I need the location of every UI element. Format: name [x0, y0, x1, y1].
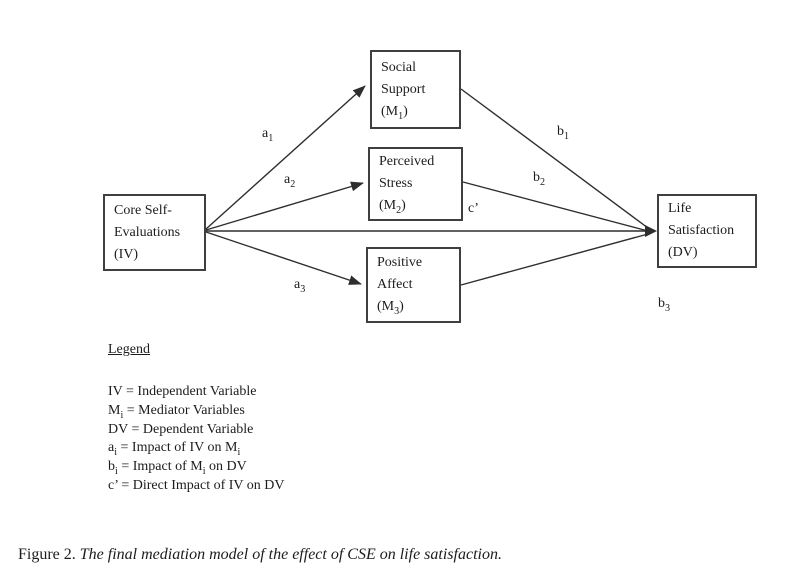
arrow-m1-to-dv [460, 88, 649, 229]
path-label-a3: a3 [294, 277, 306, 295]
path-label-c-prime: c’ [468, 201, 479, 216]
path-label-a1: a1 [262, 126, 274, 144]
path-label-b2: b2 [533, 170, 546, 188]
arrow-iv-to-m2 [205, 181, 364, 231]
node-core-self-evaluations: Core Self-Evaluations(IV) [103, 194, 206, 271]
legend-item-iv: IV = Independent Variable [108, 384, 257, 399]
path-label-b3: b3 [658, 296, 671, 314]
path-label-a2: a2 [284, 172, 296, 190]
arrow-iv-to-m3 [205, 231, 362, 285]
figure-caption: Figure 2. The final mediation model of t… [18, 546, 502, 563]
legend-item-dv: DV = Dependent Variable [108, 421, 254, 437]
arrow-iv-to-m1 [205, 85, 366, 230]
arrow-m3-to-dv [460, 233, 649, 286]
legend-item-ai: ai = Impact of IV on Mi [108, 440, 241, 459]
legend-item-c-prime: c’ = Direct Impact of IV on DV [108, 477, 285, 493]
arrow-m2-to-dv [462, 181, 649, 232]
arrowhead-into-dv [645, 225, 657, 237]
legend-title: Legend [108, 342, 150, 357]
path-label-b1: b1 [557, 124, 570, 142]
legend: Legend IV = Independent Variable Mi = Me… [108, 341, 284, 496]
legend-item-bi: bi = Impact of Mi on DV [108, 459, 247, 477]
legend-item-mi: Mi = Mediator Variables [108, 402, 245, 421]
